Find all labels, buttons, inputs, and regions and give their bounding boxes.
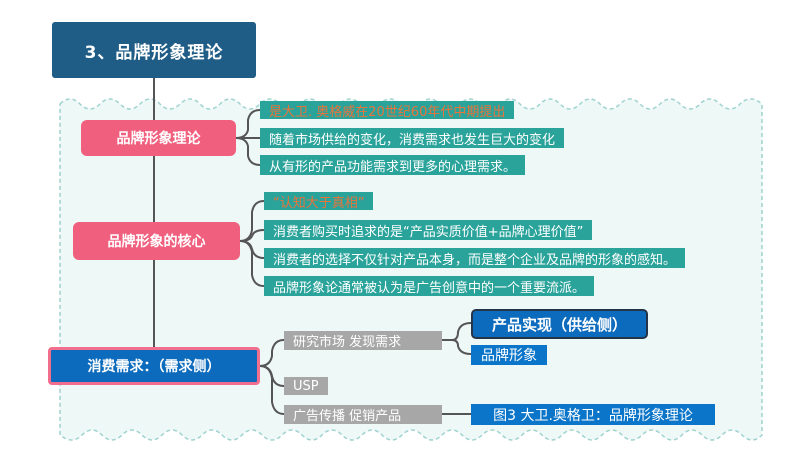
leaf-creative-school[interactable]: 品牌形象论通常被认为是广告创意中的一个重要流派。 — [264, 276, 595, 296]
leaf-market-research[interactable]: 研究市场 发现需求 — [284, 331, 442, 350]
branch-brand-image-theory[interactable]: 品牌形象理论 — [81, 120, 236, 156]
branch-consumer-demand[interactable]: 消费需求：（需求侧） — [48, 347, 260, 385]
node-brand-image[interactable]: 品牌形象 — [471, 345, 547, 365]
leaf-usp[interactable]: USP — [284, 377, 328, 395]
leaf-ogilvy-origin[interactable]: 是大卫. 奥格威在20世纪60年代中期提出 — [260, 101, 515, 120]
leaf-ad-promotion[interactable]: 广告传播 促销产品 — [284, 405, 442, 424]
leaf-psychological-demand[interactable]: 从有形的产品功能需求到更多的心理需求。 — [260, 155, 526, 175]
node-product-supply-side[interactable]: 产品实现（供给侧） — [471, 309, 648, 339]
root-topic[interactable]: 3、品牌形象理论 — [52, 22, 256, 78]
node-figure-caption[interactable]: 图3 大卫.奥格卫：品牌形象理论 — [471, 404, 715, 425]
leaf-enterprise-perception[interactable]: 消费者的选择不仅针对产品本身，而是整个企业及品牌的形象的感知。 — [264, 248, 686, 268]
leaf-market-supply-change[interactable]: 随着市场供给的变化，消费需求也发生巨大的变化 — [260, 128, 565, 148]
branch-brand-image-core[interactable]: 品牌形象的核心 — [73, 222, 240, 260]
leaf-value-pursuit[interactable]: 消费者购买时追求的是“产品实质价值+品牌心理价值” — [264, 220, 593, 240]
leaf-perception-over-truth[interactable]: “认知大于真相” — [264, 192, 374, 211]
